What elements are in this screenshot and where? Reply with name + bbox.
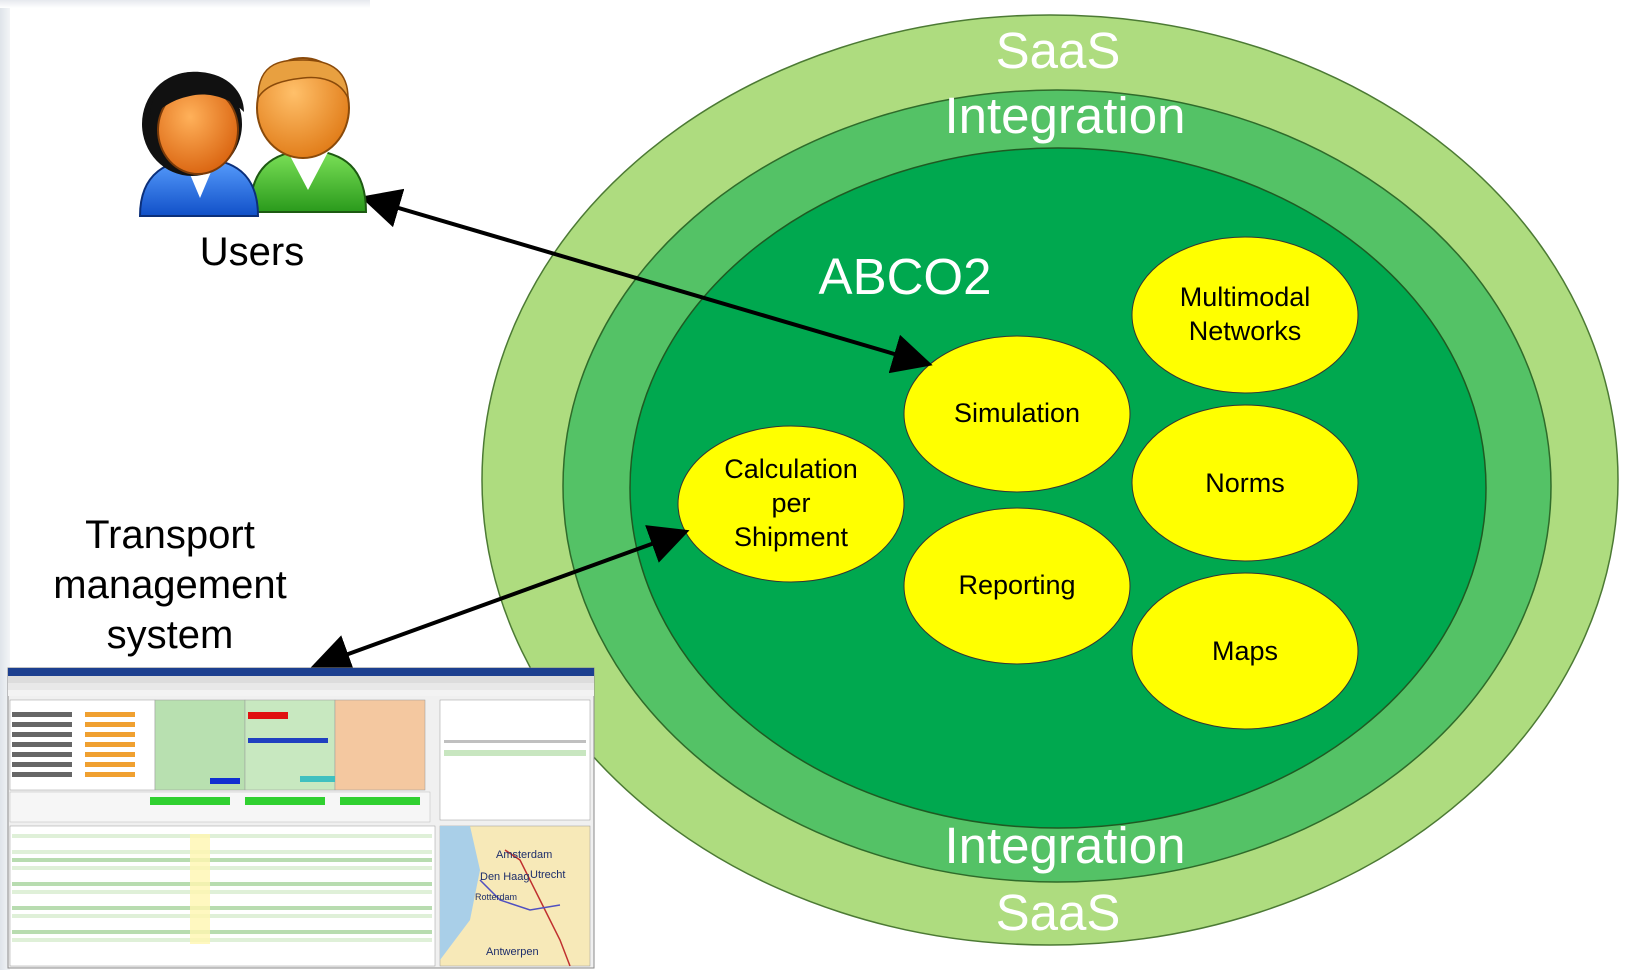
saas-label-top: SaaS — [996, 22, 1121, 79]
module-norms-label: Norms — [1205, 468, 1285, 498]
tms-label-line2: management — [53, 563, 286, 607]
integration-label-top: Integration — [944, 87, 1185, 144]
planner-rows — [12, 712, 135, 777]
module-norms: Norms — [1131, 404, 1359, 562]
module-simulation: Simulation — [903, 335, 1131, 493]
module-multimodal-line1: Multimodal — [1180, 282, 1311, 312]
module-reporting: Reporting — [903, 507, 1131, 665]
users-label: Users — [200, 230, 304, 274]
users-simulation-arrow — [360, 188, 933, 374]
page-edge-strip — [0, 0, 10, 970]
users-icon — [138, 57, 368, 217]
shipment-table-rows — [12, 834, 432, 944]
map-place-den-haag: Den Haag — [480, 871, 530, 883]
module-maps-label: Maps — [1212, 636, 1278, 666]
tms-calculation-arrow — [310, 525, 690, 673]
map-place-utrecht: Utrecht — [530, 869, 565, 881]
module-calculation-line2: per — [771, 488, 810, 518]
module-simulation-label: Simulation — [954, 398, 1080, 428]
saas-label-bottom: SaaS — [996, 884, 1121, 941]
tms-label-line3: system — [107, 613, 234, 657]
module-multimodal-line2: Networks — [1189, 316, 1302, 346]
module-reporting-label: Reporting — [958, 570, 1075, 600]
map-place-rotterdam: Rotterdam — [475, 892, 517, 902]
integration-label-bottom: Integration — [944, 817, 1185, 874]
tms-screenshot-thumbnail: Amsterdam Den Haag Utrecht Rotterdam Ant… — [7, 667, 595, 969]
module-calculation-per-shipment: Calculation per Shipment — [677, 425, 905, 583]
page-top-strip — [0, 0, 370, 8]
module-calculation-line3: Shipment — [734, 522, 849, 552]
module-maps: Maps — [1131, 572, 1359, 730]
tms-label-line1: Transport — [85, 513, 255, 557]
abco2-title: ABCO2 — [819, 248, 992, 305]
module-calculation-line1: Calculation — [724, 454, 858, 484]
map-place-amsterdam: Amsterdam — [496, 849, 552, 861]
module-multimodal-networks: Multimodal Networks — [1131, 236, 1359, 394]
map-place-antwerpen: Antwerpen — [486, 946, 539, 958]
